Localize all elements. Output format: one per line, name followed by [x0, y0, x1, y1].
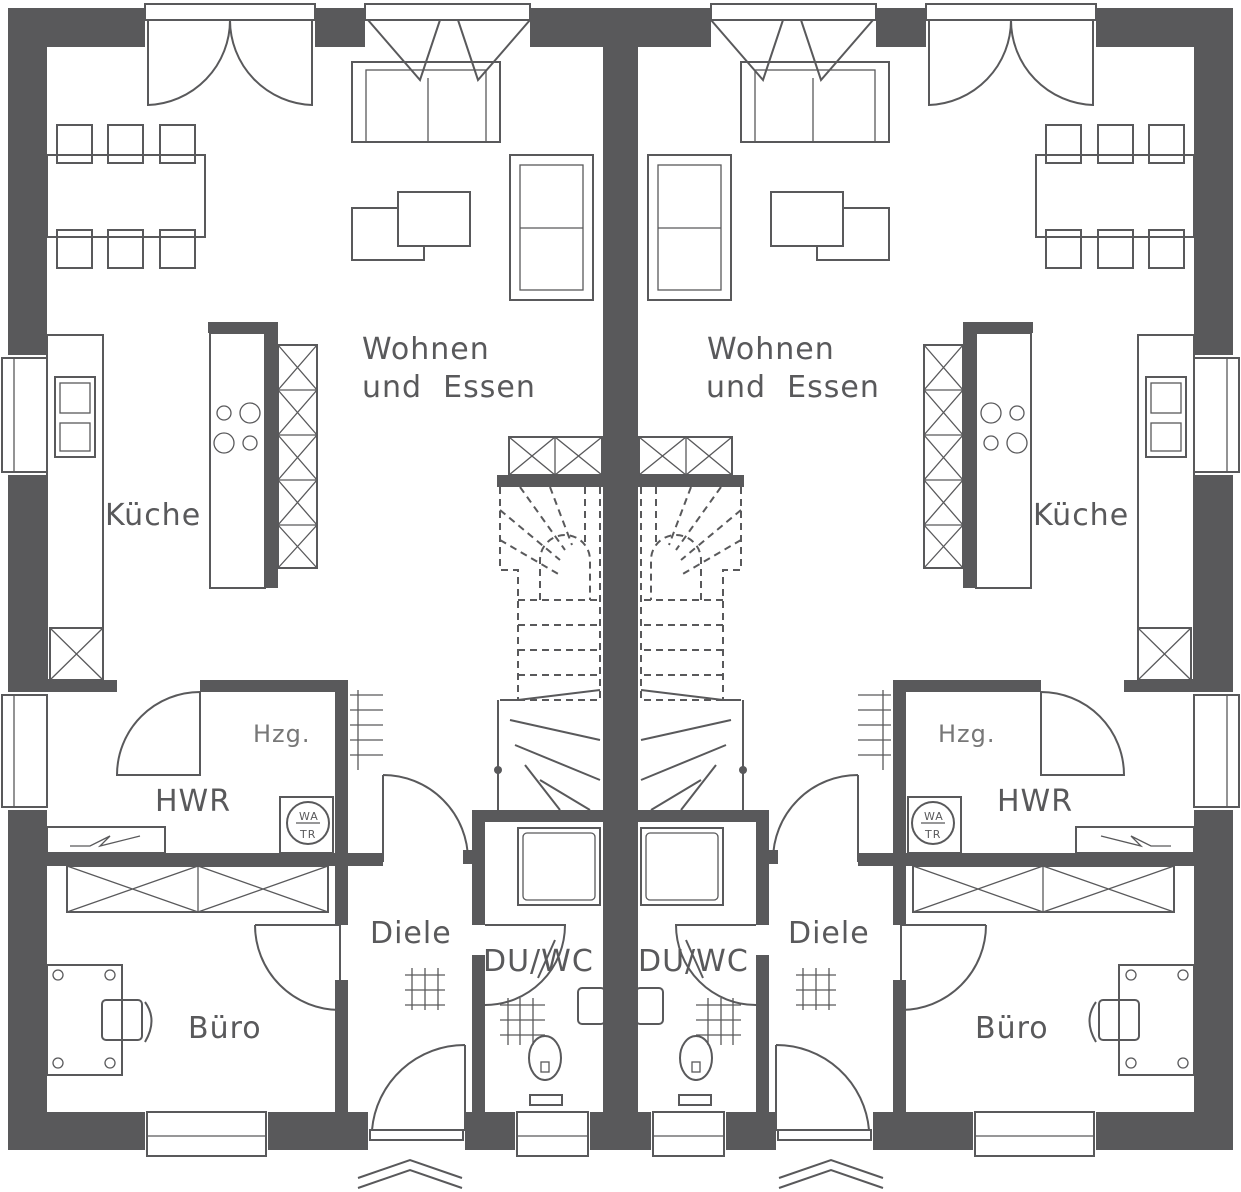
room-label-office: Büro	[975, 1011, 1049, 1046]
room-label-hall: Diele	[370, 916, 452, 951]
room-label-kitchen: Küche	[105, 498, 201, 533]
room-label-heating: Hzg.	[938, 720, 996, 748]
room-label-kitchen: Küche	[1033, 498, 1129, 533]
room-label-office: Büro	[188, 1011, 262, 1046]
washer-label: WA	[924, 810, 944, 823]
room-label-living: Wohnen	[707, 332, 835, 367]
room-label-utility: HWR	[997, 784, 1073, 819]
dryer-label: TR	[299, 828, 316, 841]
room-label-living-2: und Essen	[706, 370, 880, 405]
washer-label: WA	[299, 810, 319, 823]
room-label-living: Wohnen	[362, 332, 490, 367]
room-label-bath: DU/WC	[483, 944, 594, 979]
room-label-hall: Diele	[788, 916, 870, 951]
left-unit	[1, 3, 622, 1189]
room-label-bath: DU/WC	[638, 944, 749, 979]
dryer-label: TR	[924, 828, 941, 841]
room-label-utility: HWR	[155, 784, 231, 819]
right-unit	[619, 3, 1240, 1189]
room-label-heating: Hzg.	[253, 720, 311, 748]
room-label-living-2: und Essen	[362, 370, 536, 405]
